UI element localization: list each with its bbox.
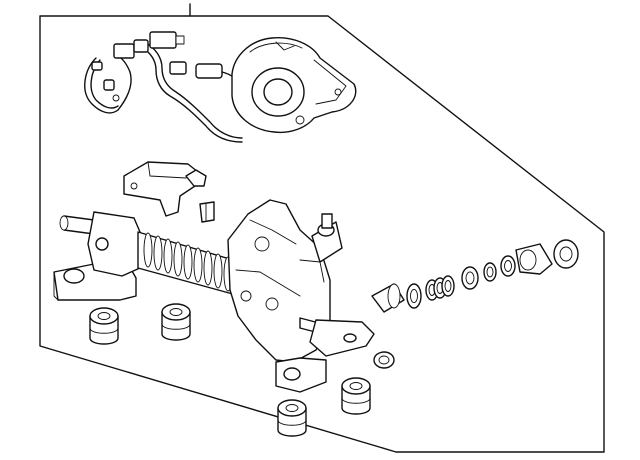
mount-bushing-icon [161,303,191,341]
mount-bushings [89,303,371,437]
boot-rib [193,247,203,283]
boot-rib [183,244,193,280]
boot-rib [143,232,153,268]
mount-bushing-icon [341,377,371,415]
mount-bushing-icon [277,399,307,437]
boot-rib [163,238,173,274]
seal-rings [406,255,516,309]
boot-rib [213,253,223,289]
boot-rib [153,235,163,271]
seal-ring [500,255,516,277]
seal-kit [371,239,579,369]
seal-ring [406,283,422,309]
seal-ring [461,266,479,290]
seal-ring [441,275,455,297]
wiring-harness [84,31,243,143]
assembly-boundary [39,3,605,453]
bracket [123,161,215,223]
steering-rack [53,199,375,393]
seal-ring [483,262,497,282]
boot-rib [203,250,213,286]
boot-ribs [143,232,233,292]
mount-bushing-icon [89,307,119,345]
boot-rib [173,241,183,277]
assist-motor [231,37,357,134]
